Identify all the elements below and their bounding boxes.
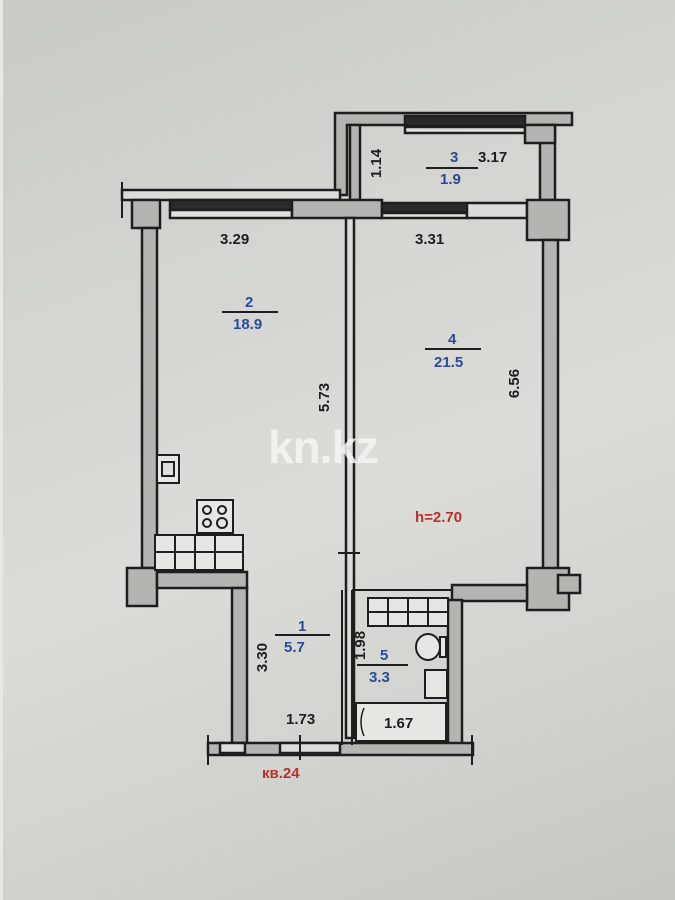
- corridor-left-wall: [230, 586, 249, 745]
- dim-room3-width: 3.17: [478, 149, 508, 166]
- dim-room1-width: 1.73: [286, 711, 316, 728]
- toilet-icon: [415, 633, 447, 661]
- pillar-bottom-left: [125, 566, 159, 608]
- balcony-left-wall: [348, 123, 362, 202]
- pillar-top-right: [525, 198, 571, 242]
- room-2-number: 2: [245, 294, 254, 311]
- right-wall: [541, 238, 560, 572]
- bathroom-right-wall: [446, 598, 464, 747]
- dim-room5-length: 1.98: [352, 630, 370, 661]
- kitchen-sink-icon: [156, 454, 180, 484]
- dim-room4-width: 3.31: [415, 231, 445, 248]
- bathtub-icon: [355, 702, 447, 742]
- kitchen-counter-icon: [154, 534, 244, 571]
- dim-room3-depth: 1.14: [368, 148, 386, 179]
- window-room4: [380, 201, 469, 215]
- dim-room2-length: 5.73: [316, 382, 334, 413]
- top-wall-mid: [290, 198, 384, 220]
- room-3-number: 3: [450, 149, 459, 166]
- stove-icon: [196, 499, 234, 534]
- room-1-number: 1: [298, 618, 307, 635]
- dim-room4-length: 6.56: [506, 368, 524, 399]
- room-4-area: 21.5: [434, 354, 464, 371]
- balcony-window-top: [403, 114, 527, 128]
- top-wall-left: [120, 188, 342, 202]
- ceiling-height-note: h=2.70: [415, 509, 463, 526]
- room-5-area: 3.3: [369, 669, 390, 686]
- apartment-number-label: кв.24: [262, 765, 300, 782]
- room-2-area: 18.9: [233, 316, 263, 333]
- watermark: kn.kz: [268, 421, 379, 473]
- pillar-top-left: [130, 198, 162, 230]
- bathroom-shelf-icon: [367, 597, 449, 627]
- room-1-area: 5.7: [284, 639, 305, 656]
- window-room2: [168, 198, 294, 212]
- washbasin-icon: [424, 669, 448, 699]
- dim-room5-width: 1.67: [384, 715, 414, 732]
- dim-room1-length: 3.30: [254, 642, 272, 673]
- partition-wall: [344, 216, 356, 740]
- left-wall: [140, 226, 159, 570]
- room-5-number: 5: [380, 647, 389, 664]
- dim-room2-width: 3.29: [220, 231, 250, 248]
- room-4-number: 4: [448, 331, 457, 348]
- room-3-area: 1.9: [440, 171, 461, 188]
